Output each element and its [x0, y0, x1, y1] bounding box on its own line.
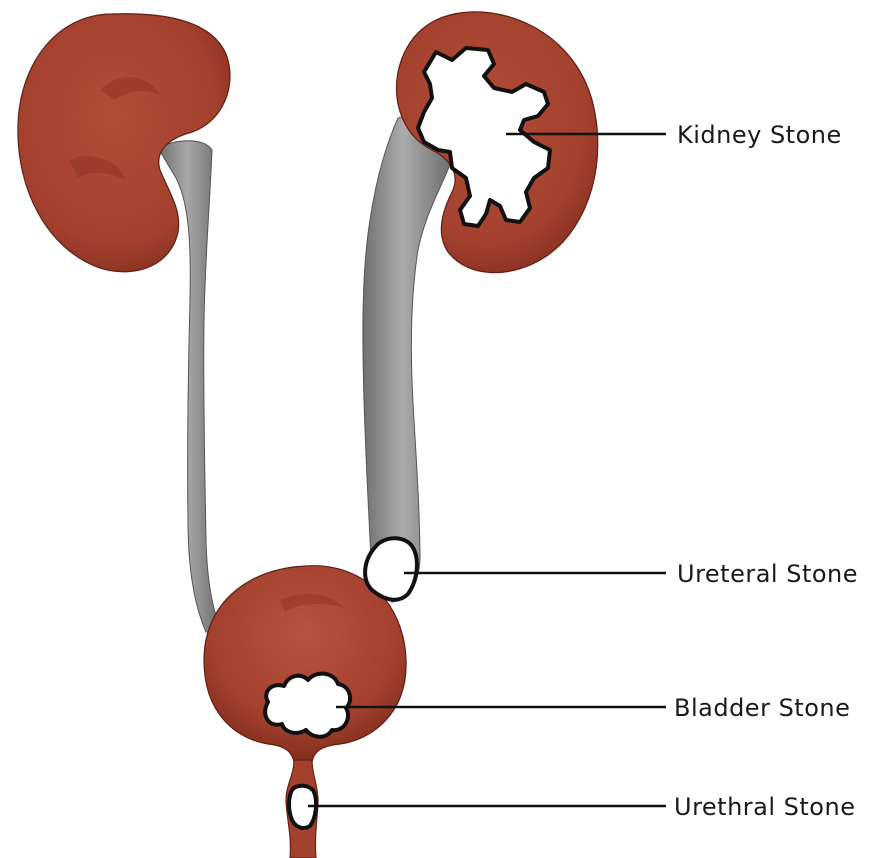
ureteral-stone-label: Ureteral Stone: [677, 560, 858, 588]
bladder-stone-label: Bladder Stone: [674, 694, 850, 722]
urethral-stone-label: Urethral Stone: [674, 793, 855, 821]
right-ureter: [363, 116, 452, 602]
kidney-stone-label: Kidney Stone: [677, 121, 842, 149]
ureteral-stone: [365, 538, 417, 600]
